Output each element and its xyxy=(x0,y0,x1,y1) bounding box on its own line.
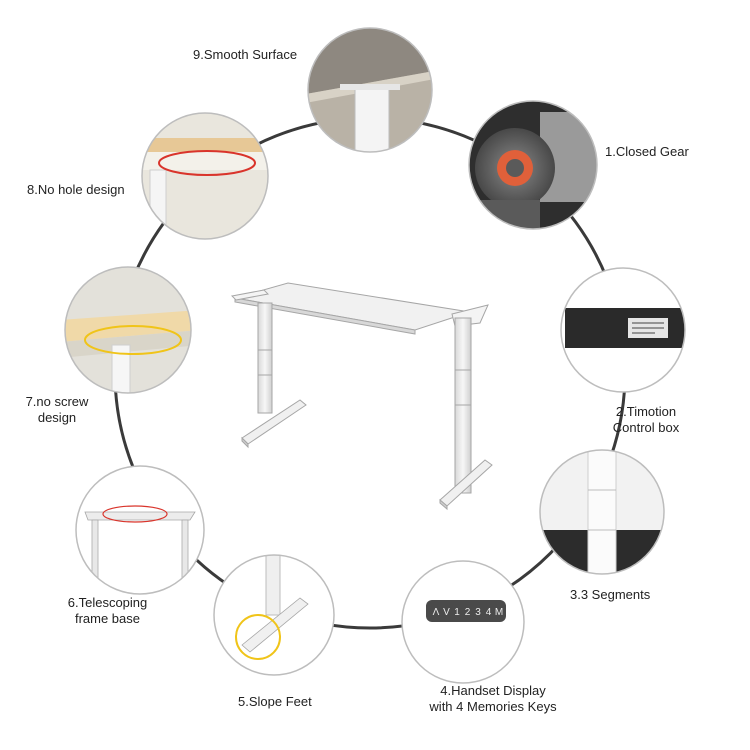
highlight-red-oval xyxy=(158,150,256,176)
label-line: 6.Telescoping xyxy=(67,595,148,610)
label-line: 8.No hole design xyxy=(27,182,125,197)
label-line: Control box xyxy=(612,420,680,435)
label-segments: 3.3 Segments xyxy=(570,587,650,603)
label-line: 1.Closed Gear xyxy=(605,144,689,159)
no-hole-photo xyxy=(141,112,269,240)
highlight-yellow-circle xyxy=(235,614,281,660)
highlight-yellow-oval xyxy=(84,325,182,355)
slope-feet-photo xyxy=(213,554,335,676)
handset-key: 2 xyxy=(465,607,471,618)
handset-key: M xyxy=(495,607,503,618)
label-handset: 4.Handset Display with 4 Memories Keys xyxy=(408,683,578,715)
no-screw-photo xyxy=(64,266,192,394)
label-line: 7.no screw xyxy=(25,394,89,409)
label-control-box: 2.Timotion Control box xyxy=(606,404,686,436)
label-line: 5.Slope Feet xyxy=(238,694,312,709)
handset-key: 3 xyxy=(475,607,481,618)
handset-key: Λ xyxy=(433,607,440,618)
label-line: with 4 Memories Keys xyxy=(429,699,557,714)
label-line: design xyxy=(37,410,77,425)
label-smooth-surface: 9.Smooth Surface xyxy=(193,47,297,63)
control-box-photo xyxy=(560,267,686,393)
label-closed-gear: 1.Closed Gear xyxy=(605,144,689,160)
highlight-red-oval xyxy=(102,505,168,523)
label-no-hole: 8.No hole design xyxy=(27,182,125,198)
label-line: 2.Timotion xyxy=(615,404,677,419)
smooth-surface-photo xyxy=(307,27,433,153)
desk-frame-illustration xyxy=(230,282,493,511)
telescoping-photo xyxy=(75,465,205,595)
label-telescoping: 6.Telescoping frame base xyxy=(55,595,160,627)
closed-gear-photo xyxy=(468,100,598,230)
segments-photo xyxy=(539,449,665,575)
handset-panel xyxy=(426,600,506,622)
handset-key: 1 xyxy=(454,607,460,618)
label-no-screw: 7.no screw design xyxy=(20,394,94,426)
label-line: 9.Smooth Surface xyxy=(193,47,298,62)
label-slope-feet: 5.Slope Feet xyxy=(238,694,312,710)
handset-key: 4 xyxy=(486,607,492,618)
label-line: 3.3 Segments xyxy=(570,587,651,602)
handset-key: V xyxy=(443,607,450,618)
label-line: 4.Handset Display xyxy=(440,683,546,698)
label-line: frame base xyxy=(74,611,141,626)
